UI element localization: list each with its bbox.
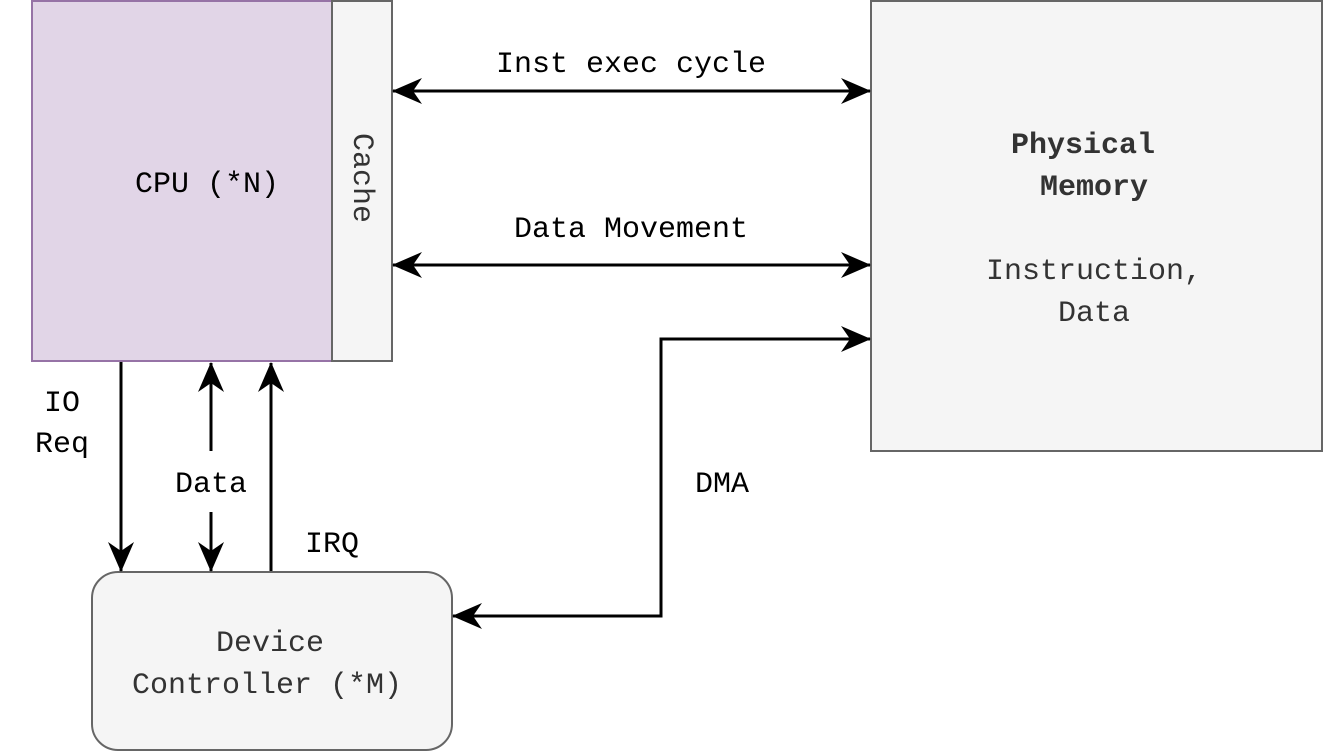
cache-label: Cache [344,133,378,223]
data-movement-label: Data Movement [514,213,748,247]
dma-arrow [452,326,871,629]
memory-content-line1: Instruction, [986,255,1202,289]
io-req-label-line1: IO [44,387,80,421]
memory-content-line2: Data [1058,297,1130,331]
inst-exec-label: Inst exec cycle [496,48,766,82]
data-label: Data [175,468,247,502]
cpu-label: CPU (*N) [135,168,279,202]
irq-label: IRQ [305,528,359,562]
device-label-line1: Device [216,627,324,661]
dma-label: DMA [695,468,749,502]
memory-title-line1: Physical [1011,129,1155,163]
cpu-box [31,0,333,362]
device-controller-box [91,571,453,751]
device-label-line2: Controller (*M) [132,669,402,703]
physical-memory-box [870,0,1323,452]
cache-box [331,0,393,362]
io-req-label-line2: Req [35,428,89,462]
memory-title-line2: Memory [1040,171,1148,205]
